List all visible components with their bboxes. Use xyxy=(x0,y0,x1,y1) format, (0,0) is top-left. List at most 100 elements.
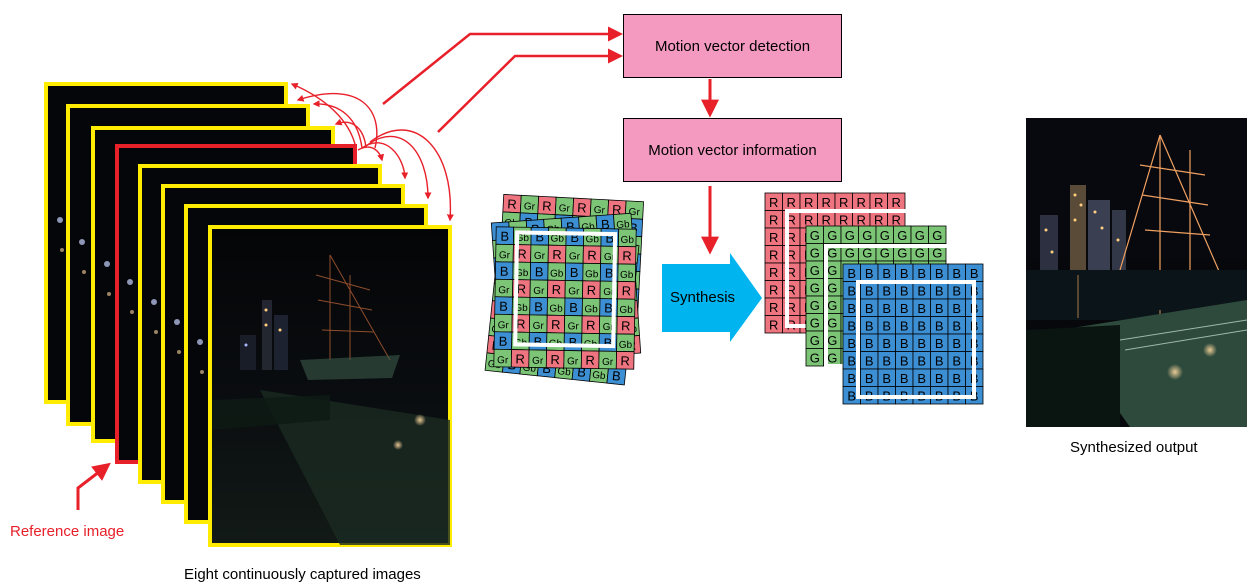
bayer-cell-label: Gb xyxy=(551,233,565,244)
plane-cell-label: R xyxy=(874,212,883,227)
plane-cell-label: R xyxy=(822,212,831,227)
plane-cell-label: G xyxy=(915,245,925,260)
plane-cell-label: B xyxy=(847,318,856,333)
plane-cell-label: R xyxy=(769,317,778,332)
plane-cell-label: B xyxy=(900,371,909,386)
plane-cell-label: R xyxy=(804,212,813,227)
plane-cell-label: B xyxy=(847,371,856,386)
bayer-image-stack: RGrRGrRGrRGrGbBGbBGbBGbBRGrRGrRGrRGrGbBG… xyxy=(484,194,644,386)
bayer-cell-label: Gr xyxy=(532,356,544,367)
plane-cell-label: G xyxy=(827,280,837,295)
bayer-cell-label: Gb xyxy=(620,270,634,281)
bayer-cell-label: R xyxy=(552,282,562,297)
plane-cell-label: R xyxy=(769,195,778,210)
plane-cell-label: B xyxy=(882,353,891,368)
bayer-cell-label: B xyxy=(566,219,576,235)
alignment-window xyxy=(513,230,618,349)
plane-cell-label: G xyxy=(897,228,907,243)
plane-cell-label: B xyxy=(882,301,891,316)
bayer-cell-label: B xyxy=(569,335,578,350)
bayer-cell-label: Gr xyxy=(498,320,510,331)
bayer-cell-label: B xyxy=(604,335,613,350)
synthesized-output-caption: Synthesized output xyxy=(1070,439,1198,456)
plane-cell-label: B xyxy=(900,336,909,351)
bayer-cell-label: R xyxy=(587,248,597,263)
bayer-cell-label: R xyxy=(542,198,552,213)
bayer-cell-label: Gr xyxy=(593,205,605,217)
bayer-cell-label: B xyxy=(534,299,543,314)
plane-cell-label: R xyxy=(804,195,813,210)
plane-cell-label: R xyxy=(787,282,796,297)
plane-cell-label: R xyxy=(787,195,796,210)
plane-cell-label: R xyxy=(857,212,866,227)
plane-cell-label: G xyxy=(827,245,837,260)
bayer-cell-label: Gr xyxy=(603,322,615,333)
plane-cell-label: R xyxy=(769,247,778,262)
plane-cell-label: R xyxy=(857,195,866,210)
bayer-cell-label: Gb xyxy=(514,303,528,314)
bayer-cell-label: Gb xyxy=(619,340,633,351)
bayer-cell-label: Gr xyxy=(559,203,571,215)
plane-cell-label: B xyxy=(917,266,926,281)
plane-cell-label: B xyxy=(882,266,891,281)
bayer-cell-label: Gr xyxy=(534,251,546,262)
bayer-cell-label: Gr xyxy=(569,251,581,262)
bayer-cell-label: B xyxy=(500,229,509,244)
plane-cell-label: G xyxy=(845,228,855,243)
bayer-cell-label: R xyxy=(507,196,517,211)
plane-cell-label: G xyxy=(915,228,925,243)
bayer-cell-label: Gr xyxy=(497,355,509,366)
plane-cell-label: R xyxy=(874,195,883,210)
synthesis-arrow xyxy=(662,253,762,342)
plane-cell-label: G xyxy=(880,245,890,260)
plane-cell-label: R xyxy=(892,195,901,210)
motion-vector-information-box: Motion vector information xyxy=(623,118,842,182)
plane-cell-label: R xyxy=(839,212,848,227)
plane-cell-label: R xyxy=(769,212,778,227)
plane-cell-label: G xyxy=(810,315,820,330)
bayer-cell-label: Gb xyxy=(550,268,564,279)
plane-cell-label: B xyxy=(865,301,874,316)
bayer-cell-label: B xyxy=(499,334,508,349)
bayer-cell-label: Gb xyxy=(515,268,529,279)
bayer-cell-label: B xyxy=(605,265,614,280)
plane-cell-label: B xyxy=(935,266,944,281)
plane-cell-label: G xyxy=(810,298,820,313)
plane-cell-label: G xyxy=(827,263,837,278)
bayer-cell-label: B xyxy=(542,361,552,377)
bayer-cell-label: R xyxy=(577,200,587,215)
plane-cell-label: B xyxy=(952,266,961,281)
plane-cell-label: R xyxy=(787,300,796,315)
bayer-cell-label: Gr xyxy=(533,286,545,297)
bayer-cell-label: R xyxy=(586,318,596,333)
bayer-cell-label: R xyxy=(587,283,597,298)
bayer-cell-label: B xyxy=(611,368,621,384)
plane-cell-label: B xyxy=(935,318,944,333)
bayer-cell-label: Gr xyxy=(567,356,579,367)
synthesized-output-image xyxy=(1026,118,1247,427)
plane-cell-label: B xyxy=(952,283,961,298)
bayer-cell-label: B xyxy=(604,300,613,315)
plane-cell-label: B xyxy=(865,318,874,333)
bayer-cell-label: Gb xyxy=(516,233,530,244)
bayer-cell-label: R xyxy=(517,281,527,296)
alignment-window xyxy=(856,280,976,399)
plane-cell-label: B xyxy=(865,353,874,368)
bayer-cell-label: R xyxy=(551,317,561,332)
plane-cell-label: B xyxy=(882,318,891,333)
bayer-cell-label: B xyxy=(605,230,614,245)
bayer-cell-label: Gr xyxy=(499,250,511,261)
plane-cell-label: B xyxy=(935,301,944,316)
plane-cell-label: B xyxy=(917,318,926,333)
plane-cell-label: G xyxy=(810,228,820,243)
bayer-cell-label: B xyxy=(500,264,509,279)
plane-cell-label: B xyxy=(900,353,909,368)
bayer-cell-label: B xyxy=(499,299,508,314)
plane-cell-label: R xyxy=(822,195,831,210)
plane-cell-label: G xyxy=(862,228,872,243)
bayer-cell-label: B xyxy=(570,230,579,245)
plane-cell-label: B xyxy=(935,283,944,298)
plane-cell-label: B xyxy=(847,266,856,281)
motion-vector-information-label: Motion vector information xyxy=(648,141,817,159)
